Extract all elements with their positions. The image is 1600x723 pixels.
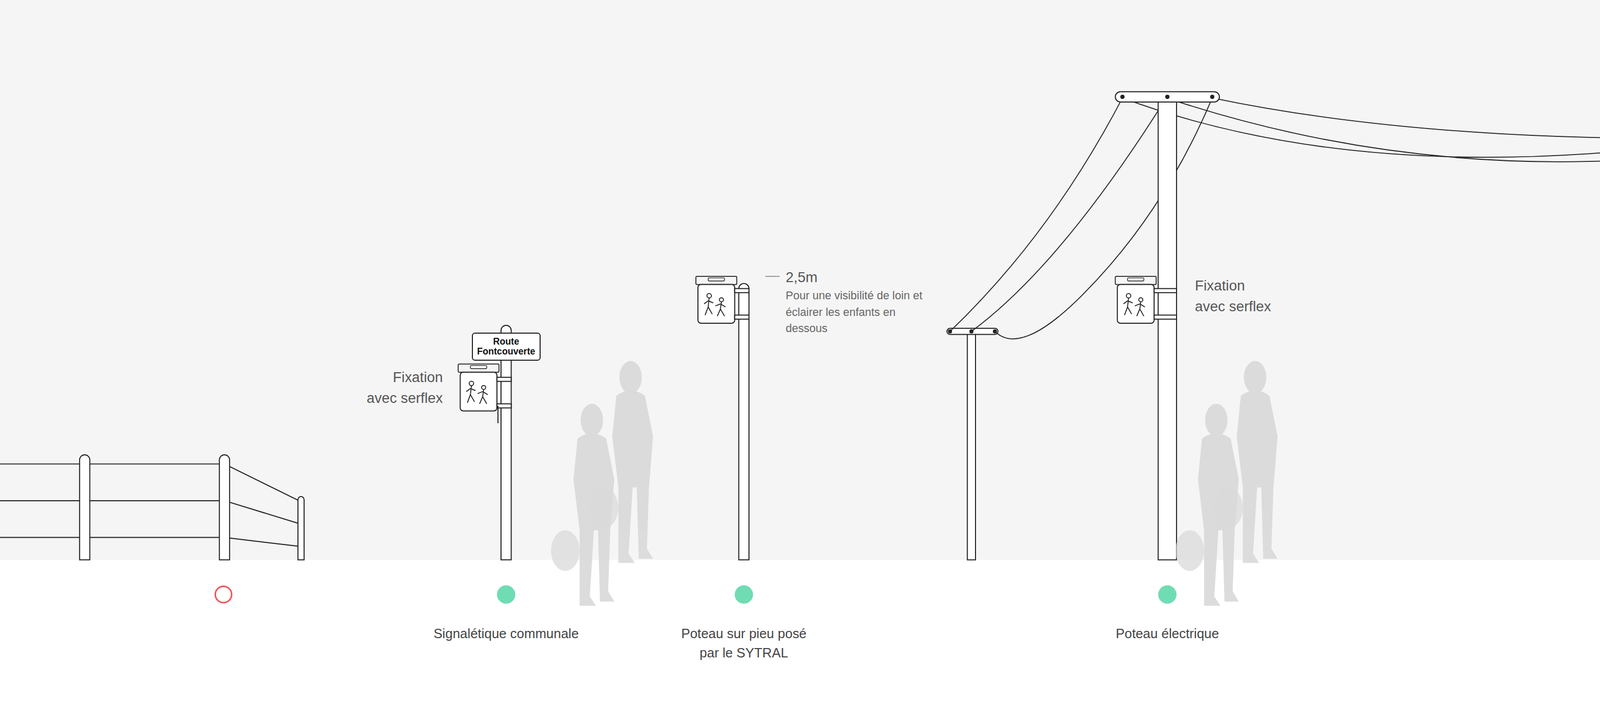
height-dimension: 2,5m [785,267,818,289]
fixation-note: Fixation avec serflex [1194,275,1275,318]
street-sign: Route Fontcouverte [471,332,542,362]
sign-text: Route Fontcouverte [476,336,536,358]
post-caption: Poteau électrique [1115,624,1219,644]
post-caption: Signalétique communale [433,624,579,644]
fixation-note: Fixation avec serflex [363,367,444,409]
post-caption: Poteau sur pieu posé par le SYTRAL [680,624,808,664]
visibility-note: Pour une visibilité de loin et éclairer … [785,287,925,337]
